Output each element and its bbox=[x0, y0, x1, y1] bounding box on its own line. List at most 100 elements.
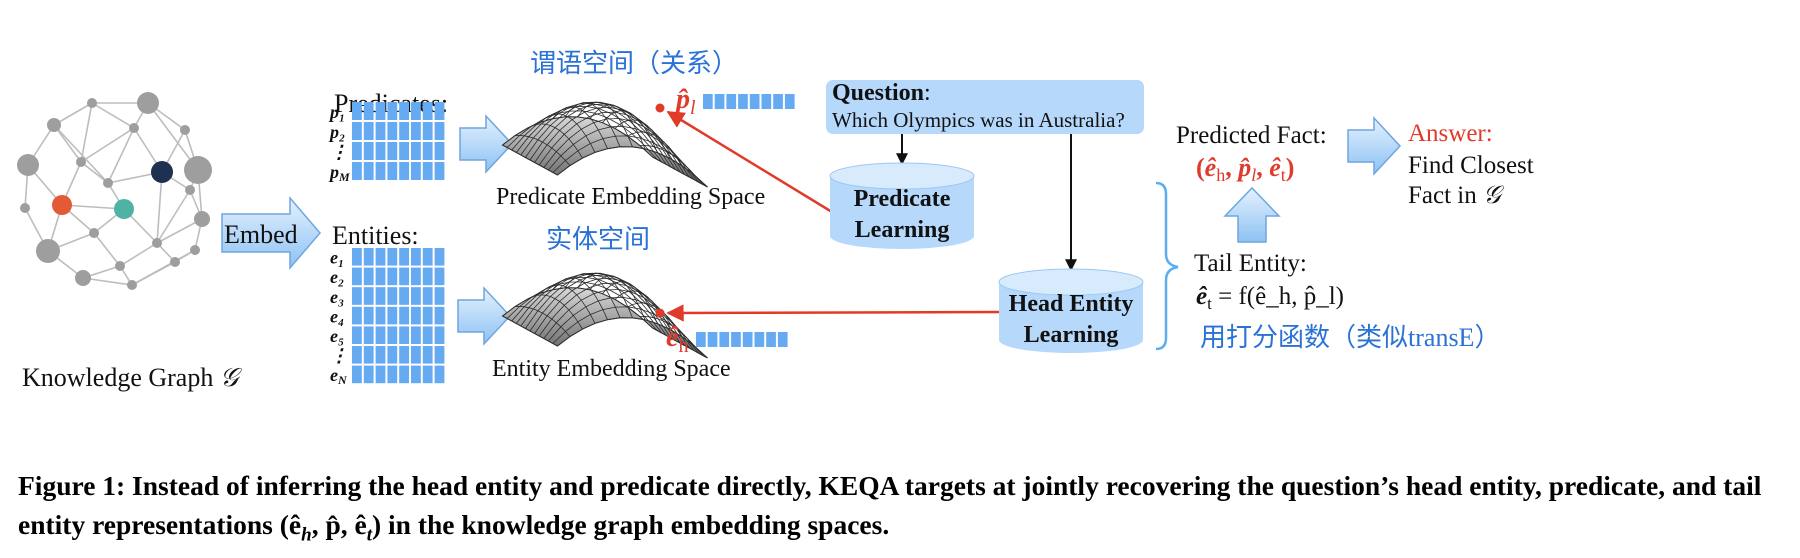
figure-caption: Figure 1: Instead of inferring the head … bbox=[18, 470, 1762, 546]
matrix-cell bbox=[387, 346, 398, 364]
matrix-cell bbox=[434, 346, 445, 364]
entity-vector-label: êh bbox=[666, 322, 688, 357]
surface-mesh-line bbox=[515, 103, 667, 165]
matrix-cell bbox=[363, 267, 374, 286]
matrix-row-label: e₅ bbox=[330, 326, 344, 346]
knowledge-graph-label: Knowledge Graph 𝒢 bbox=[22, 363, 243, 392]
graph-node bbox=[129, 123, 139, 133]
predicted-fact-tuple: (êh, p̂l, êt) bbox=[1196, 153, 1294, 185]
entity-vector-cells bbox=[696, 332, 788, 347]
predicate-learning-cylinder bbox=[829, 162, 975, 249]
matrix-row-label: e₂ bbox=[330, 267, 344, 287]
matrix-cell bbox=[363, 365, 374, 384]
surface-mesh-line bbox=[515, 274, 667, 336]
surface-mesh-line bbox=[520, 272, 672, 339]
graph-node bbox=[185, 185, 195, 195]
graph-edge bbox=[53, 124, 109, 184]
question-text: Which Olympics was in Australia? bbox=[832, 108, 1125, 132]
entities-title: Entities: bbox=[332, 221, 419, 250]
fact-to-answer-arrow bbox=[1347, 116, 1402, 176]
vector-cell bbox=[761, 94, 772, 109]
matrix-cell bbox=[422, 346, 433, 364]
graph-node bbox=[180, 125, 190, 135]
surface-mesh-line bbox=[529, 103, 681, 173]
matrix-row-label: p₁ bbox=[328, 102, 345, 122]
matrix-cell bbox=[411, 287, 421, 305]
matrix-cell bbox=[363, 346, 374, 364]
matrix-row-label: e₄ bbox=[330, 306, 344, 326]
head-entity-learning-line1: Head Entity bbox=[1009, 291, 1134, 317]
matrix-cell bbox=[399, 267, 409, 286]
vector-cell bbox=[773, 94, 783, 109]
graph-node bbox=[137, 92, 159, 114]
matrix-cell bbox=[352, 142, 362, 160]
vector-cell bbox=[731, 332, 741, 347]
matrix-cell bbox=[387, 142, 398, 160]
matrix-cell bbox=[352, 267, 362, 286]
vector-cell bbox=[754, 332, 765, 347]
matrix-cell bbox=[375, 102, 386, 120]
graph-node bbox=[89, 228, 99, 238]
graph-node bbox=[127, 280, 137, 290]
entity-space-zh-label: 实体空间 bbox=[546, 225, 650, 255]
matrix-cell bbox=[434, 142, 445, 160]
matrix-cell bbox=[352, 306, 362, 325]
graph-edge bbox=[93, 232, 121, 267]
predicate-learning-line2: Learning bbox=[855, 217, 950, 243]
graph-edge bbox=[61, 204, 125, 210]
graph-node bbox=[52, 195, 72, 215]
graph-node bbox=[151, 161, 173, 183]
graph-node bbox=[75, 270, 91, 286]
matrix-cell bbox=[434, 306, 445, 325]
surface-mesh-line bbox=[557, 146, 708, 188]
matrix-cell bbox=[411, 306, 421, 325]
matrix-cell bbox=[411, 142, 421, 160]
matrix-cell bbox=[434, 122, 445, 140]
graph-node bbox=[87, 98, 97, 108]
matrix-cell bbox=[375, 306, 386, 325]
matrix-cell bbox=[352, 287, 362, 305]
graph-edge bbox=[107, 127, 135, 184]
matrix-cell bbox=[422, 162, 433, 180]
graph-edge bbox=[91, 102, 135, 129]
graph-edge bbox=[53, 124, 82, 163]
surface-mesh-line bbox=[520, 101, 672, 168]
matrix-cell bbox=[387, 248, 398, 266]
matrix-cell bbox=[387, 102, 398, 120]
entity-matrix bbox=[352, 248, 445, 384]
surface-mesh-line bbox=[506, 110, 658, 160]
matrix-cell bbox=[434, 365, 445, 384]
graph-node bbox=[114, 199, 134, 219]
graph-node bbox=[17, 154, 39, 176]
surface-mesh-line bbox=[552, 306, 704, 356]
vector-cell bbox=[777, 332, 788, 347]
matrix-cell bbox=[352, 346, 362, 364]
scoring-function-note: 用打分函数（类似transE） bbox=[1200, 323, 1500, 353]
matrix-cell bbox=[411, 346, 421, 364]
matrix-cell bbox=[387, 306, 398, 325]
entity-point bbox=[655, 308, 665, 318]
graph-edge bbox=[119, 242, 158, 267]
answer-title: Answer: bbox=[1408, 120, 1493, 147]
surface-mesh-line bbox=[543, 118, 695, 180]
matrix-cell bbox=[363, 102, 374, 120]
surface-mesh-line bbox=[525, 101, 676, 170]
matrix-cell bbox=[422, 122, 433, 140]
matrix-cell bbox=[399, 162, 409, 180]
matrix-cell bbox=[363, 287, 374, 305]
graph-node bbox=[194, 211, 210, 227]
graph-edge bbox=[156, 171, 163, 244]
matrix-row-label: ⋮ bbox=[330, 142, 348, 162]
surface-mesh-line bbox=[529, 274, 681, 344]
matrix-cell bbox=[422, 102, 433, 120]
matrix-cell bbox=[399, 142, 409, 160]
graph-edge bbox=[156, 218, 203, 244]
matrix-cell bbox=[434, 326, 445, 344]
predicate-learning-line1: Predicate bbox=[854, 186, 951, 212]
matrix-cell bbox=[411, 365, 421, 384]
predicate-vector-cells bbox=[703, 94, 795, 109]
matrix-cell bbox=[411, 162, 421, 180]
vector-cell bbox=[749, 94, 760, 109]
